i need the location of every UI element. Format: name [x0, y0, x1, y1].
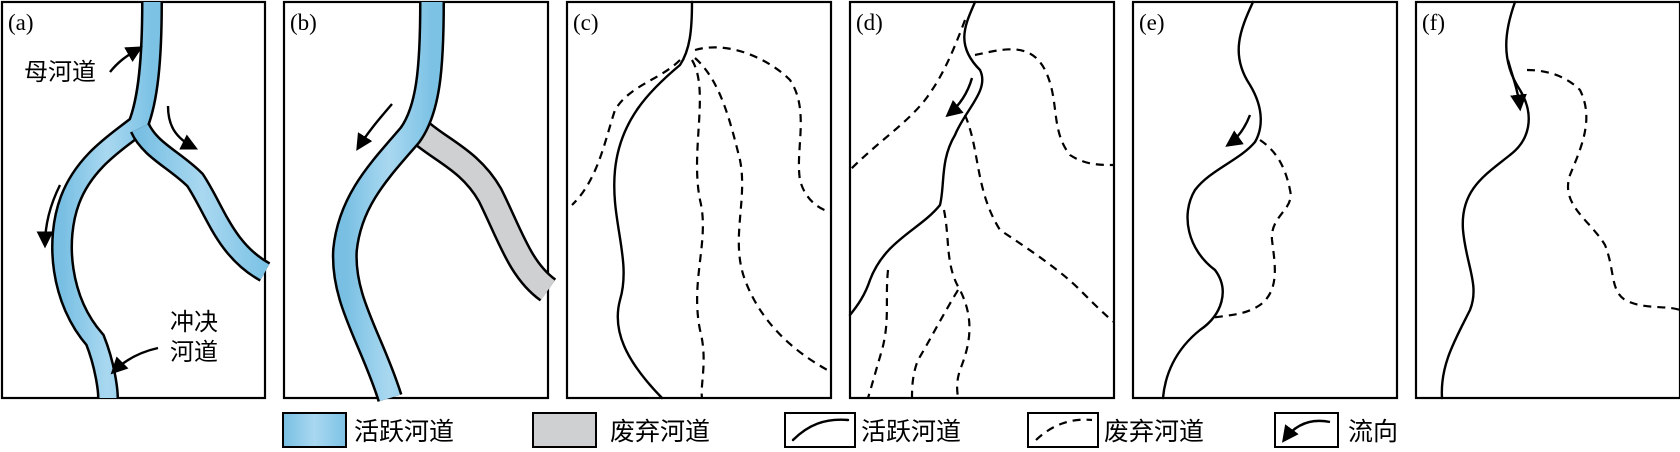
flow-arrow — [36, 184, 62, 249]
active-channel-line — [848, 0, 984, 317]
abandoned-channel-line — [866, 269, 890, 399]
blue-channel-swatch — [282, 412, 347, 448]
panel-a: (a) 母河道 冲决 河道 — [0, 0, 271, 400]
panel-label: (a) — [8, 10, 34, 35]
legend-item-active-line: 活跃河道 — [784, 412, 961, 448]
active-channel-line — [613, 0, 694, 400]
panel-frame — [282, 0, 550, 400]
active-channel-line — [1161, 0, 1262, 400]
panel-label: (b) — [290, 10, 317, 35]
annotation-leader — [109, 46, 143, 73]
abandoned-channel-line — [849, 19, 967, 171]
flow-arrow-swatch — [1282, 419, 1331, 443]
legend-box — [784, 412, 856, 448]
parent-channel-label: 母河道 — [24, 58, 96, 86]
avulsion-channel-label-2: 河道 — [170, 338, 218, 366]
panel-c: (c) — [565, 0, 833, 400]
abandoned-channel-line — [1526, 68, 1680, 312]
panel-label: (c) — [573, 10, 599, 35]
solid-line-swatch — [791, 418, 850, 442]
active-channel-fill — [334, 1, 443, 402]
abandoned-channel-line — [963, 114, 1115, 323]
legend-item-abandoned-fill: 废弃河道 — [532, 412, 710, 448]
annotation-leader — [110, 346, 159, 375]
flow-arrow — [166, 105, 199, 150]
panel-frame — [1131, 0, 1399, 400]
panel-f: (f) — [1414, 0, 1680, 400]
abandoned-channel-fill — [410, 121, 556, 300]
legend-item-flow: 流向 — [1274, 412, 1398, 448]
gray-channel-swatch — [532, 412, 597, 448]
abandoned-channel-line — [694, 46, 832, 214]
avulsion-channel-label-1: 冲决 — [170, 308, 218, 336]
legend-item-abandoned-line: 废弃河道 — [1027, 412, 1204, 448]
abandoned-channel-line — [571, 59, 681, 206]
panel-label: (f) — [1422, 10, 1445, 35]
dashed-line-swatch — [1035, 418, 1093, 441]
legend-label: 流向 — [1348, 417, 1398, 446]
abandoned-channel-line — [974, 48, 1115, 167]
abandoned-channel-line — [942, 209, 971, 399]
panel-frame — [848, 0, 1116, 400]
legend-label: 活跃河道 — [354, 417, 454, 446]
flow-arrow — [945, 77, 974, 118]
abandoned-channel-line — [1209, 139, 1292, 320]
legend: 活跃河道 废弃河道 活跃河道 废弃河道 流向 — [282, 412, 1398, 448]
panel-label: (e) — [1139, 10, 1165, 35]
panel-d: (d) — [848, 0, 1116, 400]
flow-arrow — [356, 103, 393, 151]
flow-arrow — [1506, 59, 1527, 112]
panel-frame — [1414, 0, 1680, 400]
legend-box — [1027, 412, 1099, 448]
panel-label: (d) — [856, 10, 883, 35]
panel-frame — [0, 0, 267, 400]
legend-label: 废弃河道 — [610, 417, 710, 446]
abandoned-channel-line — [691, 59, 705, 399]
legend-label: 废弃河道 — [1104, 417, 1204, 446]
legend-label: 活跃河道 — [861, 417, 961, 446]
panel-e: (e) — [1131, 0, 1399, 400]
active-channel-fill — [132, 123, 270, 280]
abandoned-channel-line — [694, 57, 832, 373]
legend-item-active-fill: 活跃河道 — [282, 412, 454, 448]
legend-box — [1274, 412, 1339, 448]
active-channel-fill — [53, 1, 161, 399]
panel-b: (b) — [282, 0, 557, 402]
flow-arrow — [1225, 114, 1252, 147]
